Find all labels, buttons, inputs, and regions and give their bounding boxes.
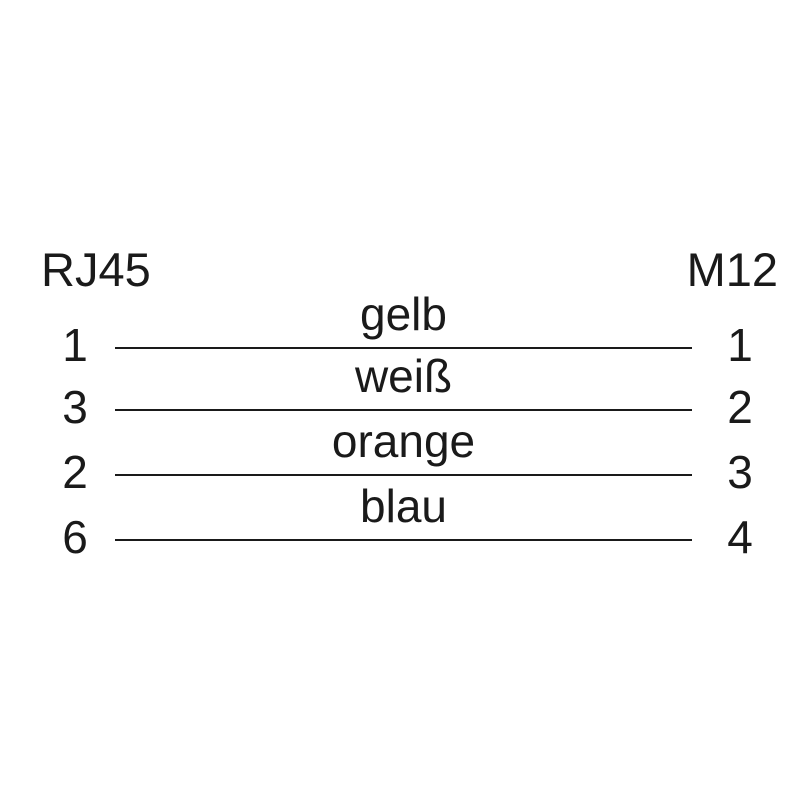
right-pin-number: 2 xyxy=(727,381,753,433)
wire-line xyxy=(115,409,692,411)
left-pin-number: 2 xyxy=(62,446,88,498)
right-pin-number: 1 xyxy=(727,319,753,371)
wire-color-label: orange xyxy=(331,415,476,467)
left-pin-number: 3 xyxy=(62,381,88,433)
left-pin-number: 6 xyxy=(62,511,88,563)
wire-line xyxy=(115,347,692,349)
wire-line xyxy=(115,539,692,541)
wire-color-label: gelb xyxy=(360,288,447,340)
right-pin-number: 4 xyxy=(727,511,753,563)
wire-color-label: weiß xyxy=(354,350,453,402)
right-connector-title: M12 xyxy=(686,243,778,296)
right-pin-number: 3 xyxy=(727,446,753,498)
wire-line xyxy=(115,474,692,476)
left-pin-number: 1 xyxy=(62,319,88,371)
wire-color-label: blau xyxy=(360,480,447,532)
left-connector-title: RJ45 xyxy=(41,243,151,296)
